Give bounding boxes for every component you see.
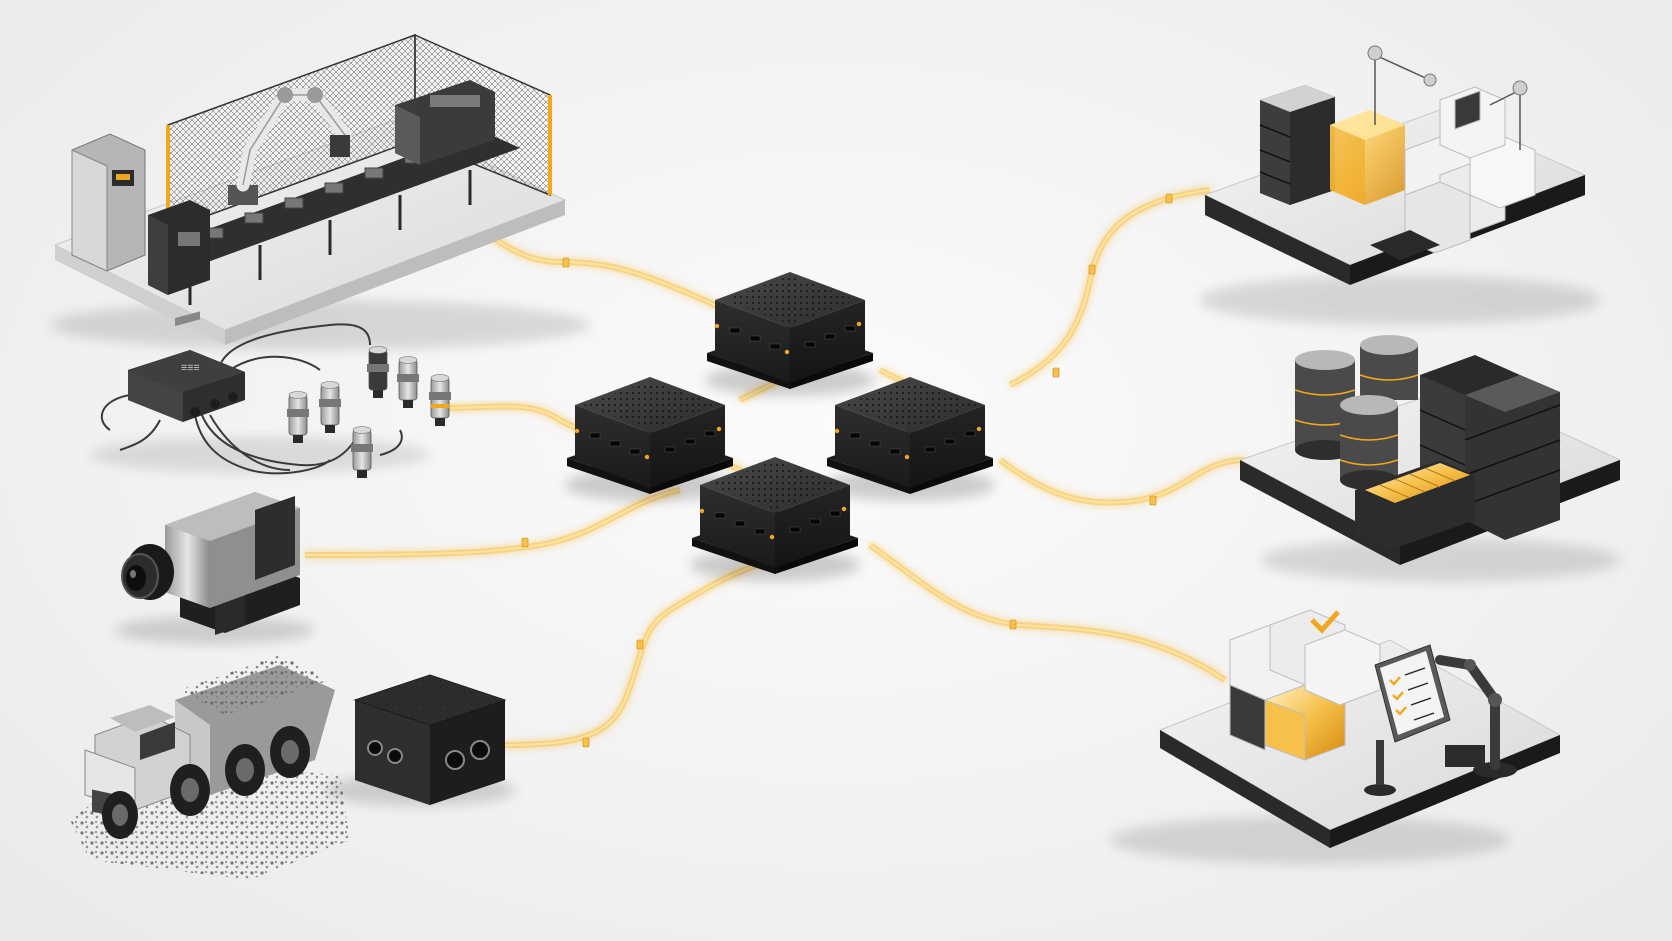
- link-edge-to-inspection: [868, 542, 1227, 683]
- sensor-hub-plate: ☰☰☰: [181, 364, 200, 372]
- quality-inspection: [1110, 609, 1562, 864]
- edge-computer-icon: [565, 377, 735, 501]
- rugged-gateway-icon: [353, 674, 507, 805]
- network-nodes: [1367, 45, 1528, 150]
- haul-truck: [70, 655, 350, 880]
- db-cylinder-2: [1359, 335, 1419, 400]
- machine-unit: [395, 80, 495, 165]
- sensor-probe: [351, 426, 373, 478]
- checklist-clipboard-icon: [1374, 644, 1451, 743]
- gold-cube: [1330, 110, 1405, 205]
- sensor-hub: ☰☰☰: [90, 311, 451, 478]
- fence-control-box: [148, 200, 210, 295]
- server-stack: [1259, 85, 1335, 205]
- white-cube-grid: [1404, 86, 1536, 254]
- robot-arm-icon: [1364, 655, 1517, 796]
- robotic-arm-icon: [228, 87, 352, 205]
- checklist-and-robot-arm-icon: [1229, 609, 1517, 796]
- rugged-gateway: [325, 674, 515, 806]
- link-connector-beads: [521, 193, 1173, 748]
- sensor-probe: [429, 374, 451, 426]
- edge-node-bottom: [690, 457, 860, 581]
- inspection-cubes: [1229, 609, 1381, 761]
- database-and-archive-icon: [1294, 335, 1561, 550]
- sensor-probe: [397, 356, 419, 408]
- mining-truck-icon: [84, 655, 335, 839]
- sensor-cables: [100, 323, 403, 475]
- link-gateway-to-edge: [504, 557, 771, 748]
- compute-cluster: [1200, 45, 1600, 325]
- edge-node-cluster: [565, 272, 995, 581]
- file-drawer: [1355, 460, 1475, 550]
- data-links: [304, 187, 1246, 748]
- sensor-probe: [319, 381, 341, 433]
- sensor-probe: [287, 391, 309, 443]
- data-storage: [1238, 335, 1622, 582]
- junction-box-icon: ☰☰☰: [128, 311, 245, 422]
- edge-node-left: [565, 377, 735, 501]
- factory-cell: [50, 33, 590, 350]
- server-and-cube-cluster-icon: [1259, 45, 1536, 260]
- sensor-probe: [367, 346, 389, 398]
- machine-camera: [115, 492, 315, 644]
- edge-node-top: [705, 272, 875, 396]
- control-cabinet: [71, 133, 146, 272]
- link-camera-to-edge: [304, 487, 681, 558]
- edge-node-right: [825, 377, 995, 501]
- industrial-sensors-icon: [287, 346, 451, 478]
- industrial-camera-icon: [121, 492, 300, 635]
- edge-computer-icon: [690, 457, 860, 581]
- db-cylinder-3: [1339, 395, 1399, 490]
- check-mark-icon: [1310, 610, 1340, 634]
- chip-tray: [1370, 230, 1440, 260]
- edge-computer-icon: [825, 377, 995, 501]
- link-edge-to-storage: [998, 457, 1246, 506]
- edge-computer-icon: [705, 272, 875, 396]
- link-edge-to-compute: [1008, 187, 1211, 388]
